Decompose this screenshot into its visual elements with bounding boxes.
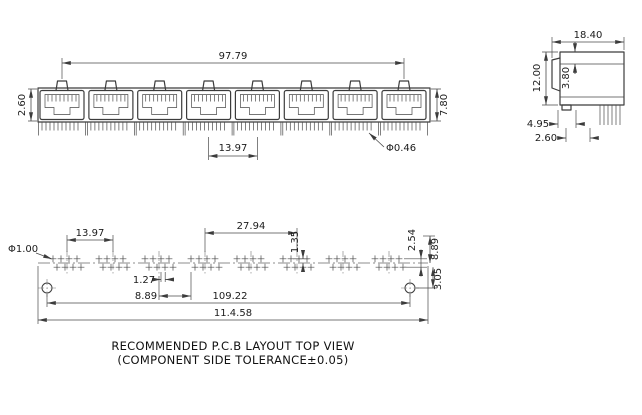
dim-latch-height: 2.60 [17,94,28,116]
dim-right-offset: 8.89 [430,238,441,260]
dim-hole-span: 109.22 [213,291,248,302]
rj45-port [86,80,135,137]
rj45-port [379,80,429,137]
rj45-port [135,80,184,137]
dim-overall-width: 11.4.58 [214,308,252,319]
dim-opening-height: 3.80 [561,67,572,89]
dim-height: 12.00 [532,64,543,93]
dim-port-pitch: 13.97 [219,143,248,154]
dim-pin-pitch: 1.27 [133,275,155,286]
extension-line [37,266,429,324]
dim-depth: 18.40 [574,30,603,41]
caption: RECOMMENDED P.C.B LAYOUT TOP VIEW (COMPO… [111,339,354,367]
rj45-port [37,80,87,137]
extension-line [542,51,558,106]
pcb-view: 13.97 27.94 1.35 2.54 8.89 3.05 1.27 [8,221,444,324]
dim-pin-diameter: Φ0.46 [386,143,416,154]
front-ports [37,80,429,137]
dim-body-height: 7.80 [439,94,450,116]
side-foot [561,104,572,111]
leader-line [35,252,53,260]
dim-double-pitch: 27.94 [237,221,266,232]
dim-total-pitch: 97.79 [219,51,248,62]
extension-line [404,258,427,268]
rj45-port [282,80,331,137]
side-body-outline [559,51,625,106]
rj45-port [331,80,380,137]
rj45-port [184,80,233,137]
front-body-outline [37,87,431,123]
dim-row-gap: 2.54 [407,229,418,251]
extension-line [557,110,577,128]
dim-hole-diameter: Φ1.00 [8,244,38,255]
extension-line [160,272,166,282]
leader-line [368,132,385,148]
side-view-dimensions: 18.40 12.00 3.80 4.95 2.60 [527,30,625,144]
dim-pin-offset: 4.95 [527,119,549,130]
dim-pin-row-offset: 2.60 [535,133,557,144]
side-pins [599,105,621,125]
front-view: 97.79 2.60 7.80 13.97 Φ0.46 [17,51,450,160]
extension-line [28,88,37,122]
dim-port-pitch: 13.97 [76,228,105,239]
extension-line [66,235,114,252]
caption-line-2: (COMPONENT SIDE TOLERANCE±0.05) [117,353,348,367]
dim-group-gap: 8.89 [135,291,157,302]
side-latch-outline [551,57,561,92]
dim-hole-drop: 3.05 [433,268,444,290]
front-view-dimensions: 97.79 2.60 7.80 13.97 Φ0.46 [17,51,450,160]
caption-line-1: RECOMMENDED P.C.B LAYOUT TOP VIEW [111,339,354,353]
pcb-view-dimensions: 13.97 27.94 1.35 2.54 8.89 3.05 1.27 [8,221,444,324]
extension-line [565,128,591,142]
side-view: 18.40 12.00 3.80 4.95 2.60 [527,30,625,144]
dim-row-offset: 1.35 [290,231,301,253]
rj45-port [233,80,282,137]
